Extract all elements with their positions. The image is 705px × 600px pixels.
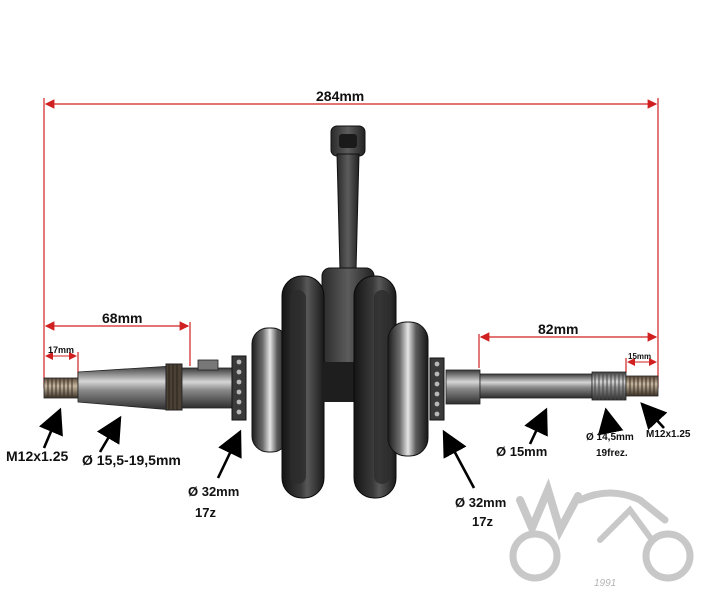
crankshaft bbox=[43, 125, 659, 499]
right-bearing-diameter-callout: Ø 32mm bbox=[455, 495, 507, 510]
logo-year: 1991 bbox=[594, 578, 617, 589]
left-thread-callout: M12x1.25 bbox=[6, 448, 69, 464]
right-sprocket bbox=[429, 357, 445, 421]
left-taper-shaft bbox=[77, 365, 173, 411]
left-thread bbox=[43, 377, 79, 399]
right-bearing-teeth-callout: 17z bbox=[472, 514, 493, 529]
right-shaft-length-label: 82mm bbox=[538, 321, 579, 337]
callout-arrows bbox=[38, 402, 668, 489]
total-length-label: 284mm bbox=[316, 88, 365, 104]
left-bearing-teeth-callout: 17z bbox=[195, 505, 216, 520]
left-thread-length-label: 17mm bbox=[48, 345, 75, 355]
right-bearing bbox=[387, 321, 429, 457]
left-sprocket bbox=[231, 355, 247, 421]
dimension-lines bbox=[43, 98, 659, 388]
logo-mark bbox=[509, 478, 694, 582]
right-shaft bbox=[479, 373, 593, 399]
right-shaft-diameter-callout: Ø 15mm bbox=[496, 444, 548, 459]
spline-diameter-callout: Ø 14,5mm bbox=[586, 432, 634, 443]
left-shaft-length-label: 68mm bbox=[102, 310, 143, 326]
right-thread-callout: M12x1.25 bbox=[646, 429, 691, 440]
left-shaft-diameter-callout: Ø 15,5-19,5mm bbox=[82, 452, 181, 468]
left-bearing-diameter-callout: Ø 32mm bbox=[188, 484, 240, 499]
right-thread-length-label: 15mm bbox=[628, 352, 652, 361]
spline-count-callout: 19frez. bbox=[596, 448, 628, 459]
right-spline bbox=[591, 371, 627, 401]
